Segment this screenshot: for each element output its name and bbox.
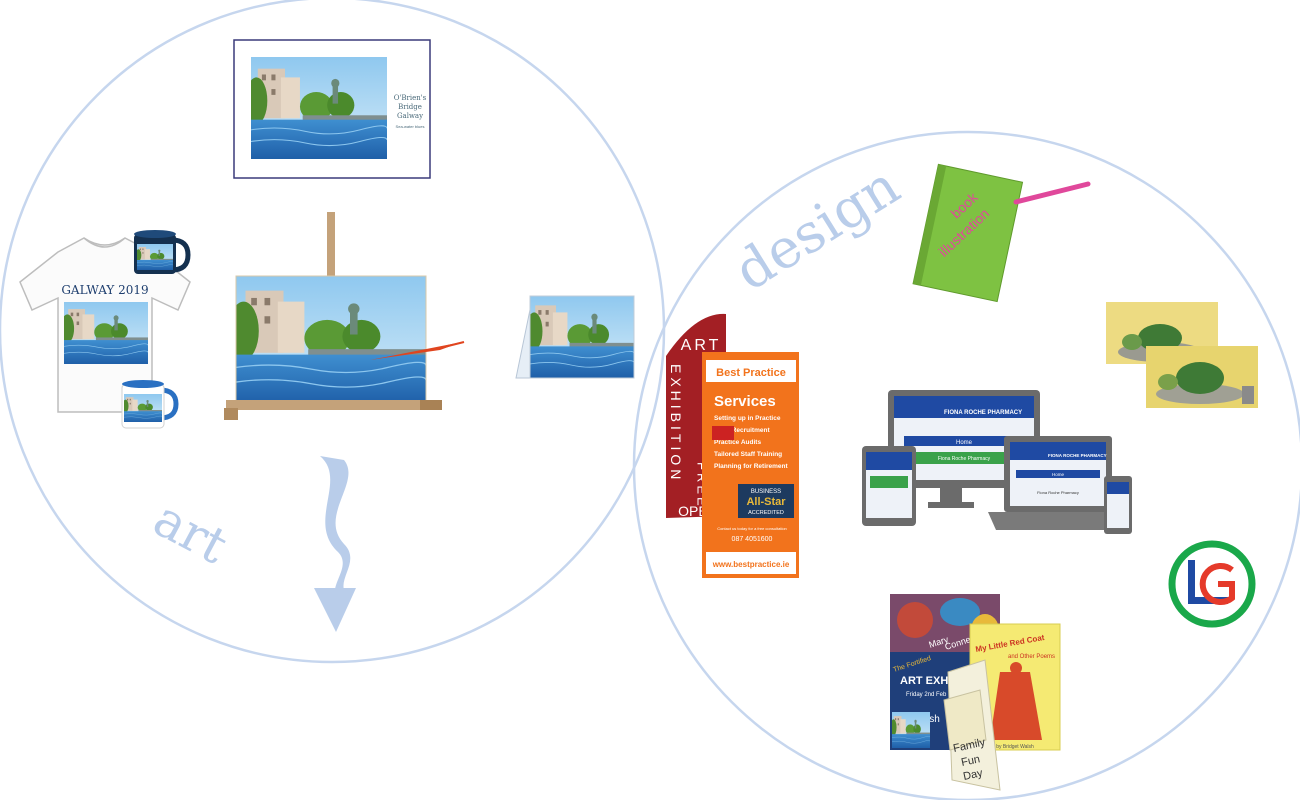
web-caption-laptop: Fiona Roche Pharmacy xyxy=(1037,490,1079,495)
web-home-monitor: Home xyxy=(956,440,973,446)
brochure-phone: 087 4051600 xyxy=(732,536,773,543)
web-title-laptop: FIONA ROCHE PHARMACY xyxy=(1048,453,1107,458)
award-sub: ACCREDITED xyxy=(748,510,784,516)
brochure-item-1: Setting up in Practice xyxy=(714,415,781,422)
brochure-brand: Best Practice xyxy=(716,367,786,379)
print-title-line-1: O'Brien's xyxy=(394,94,427,102)
leaflet-line-2: Fun xyxy=(960,753,981,769)
book2-title-2: and Other Poems xyxy=(1008,654,1055,660)
print-subtitle: Sea-water blues xyxy=(396,124,425,129)
art-label: art xyxy=(144,489,236,575)
brochure-url: www.bestpractice.ie xyxy=(712,560,790,569)
brochure-item-4: Tailored Staff Training xyxy=(714,451,782,458)
brochure-heading: Services xyxy=(714,393,776,410)
brochure-item-3: Practice Audits xyxy=(714,439,761,446)
responsive-devices: FIONA ROCHE PHARMACY Home FIONA ROCHE PH… xyxy=(862,390,1132,534)
web-title-monitor: FIONA ROCHE PHARMACY xyxy=(944,410,1022,416)
mug-bottom xyxy=(121,380,179,429)
greeting-card xyxy=(515,295,635,379)
pencil xyxy=(1013,181,1091,205)
flag-art: ART xyxy=(681,337,722,354)
award-title: BUSINESS xyxy=(751,489,781,495)
brochure-contact: Contact us today for a free consultation xyxy=(717,526,787,531)
leaflet-line-3: Day xyxy=(962,767,984,783)
framed-print: O'Brien's Bridge Galway Sea-water blues xyxy=(233,39,431,179)
print-title-line-2: Bridge xyxy=(398,103,422,111)
tshirt: GALWAY 2019 xyxy=(19,237,191,413)
tshirt-text: GALWAY 2019 xyxy=(61,283,148,297)
garden-photos xyxy=(1106,302,1258,408)
brochure-item-2: HR & Recruitment xyxy=(714,427,770,434)
book-illustration: book illustration xyxy=(912,163,1091,303)
book2-author: by Bridget Walsh xyxy=(996,744,1034,750)
poster-line-5: Friday 2nd Feb xyxy=(906,692,947,698)
design-circle xyxy=(632,130,1300,800)
award-name: All-Star xyxy=(746,496,786,508)
print-materials: Mary Conneely The Fortified ART EXHIBITI… xyxy=(890,594,1061,791)
paintbrush xyxy=(370,342,462,360)
web-caption-monitor: Fiona Roche Pharmacy xyxy=(938,456,991,462)
web-home-laptop: Home xyxy=(1052,472,1065,477)
print-title-line-3: Galway xyxy=(397,112,423,120)
brochure: Best Practice Services Setting up in Pra… xyxy=(702,352,799,578)
design-label: design xyxy=(724,154,911,303)
flag-exhibition: EXHIBITION xyxy=(668,364,684,483)
easel-painting xyxy=(224,212,465,420)
lg-logo: LG xyxy=(1168,540,1256,628)
mug-top xyxy=(134,230,191,274)
wavy-arrow xyxy=(314,456,356,632)
brochure-item-5: Planning for Retirement xyxy=(714,463,789,470)
